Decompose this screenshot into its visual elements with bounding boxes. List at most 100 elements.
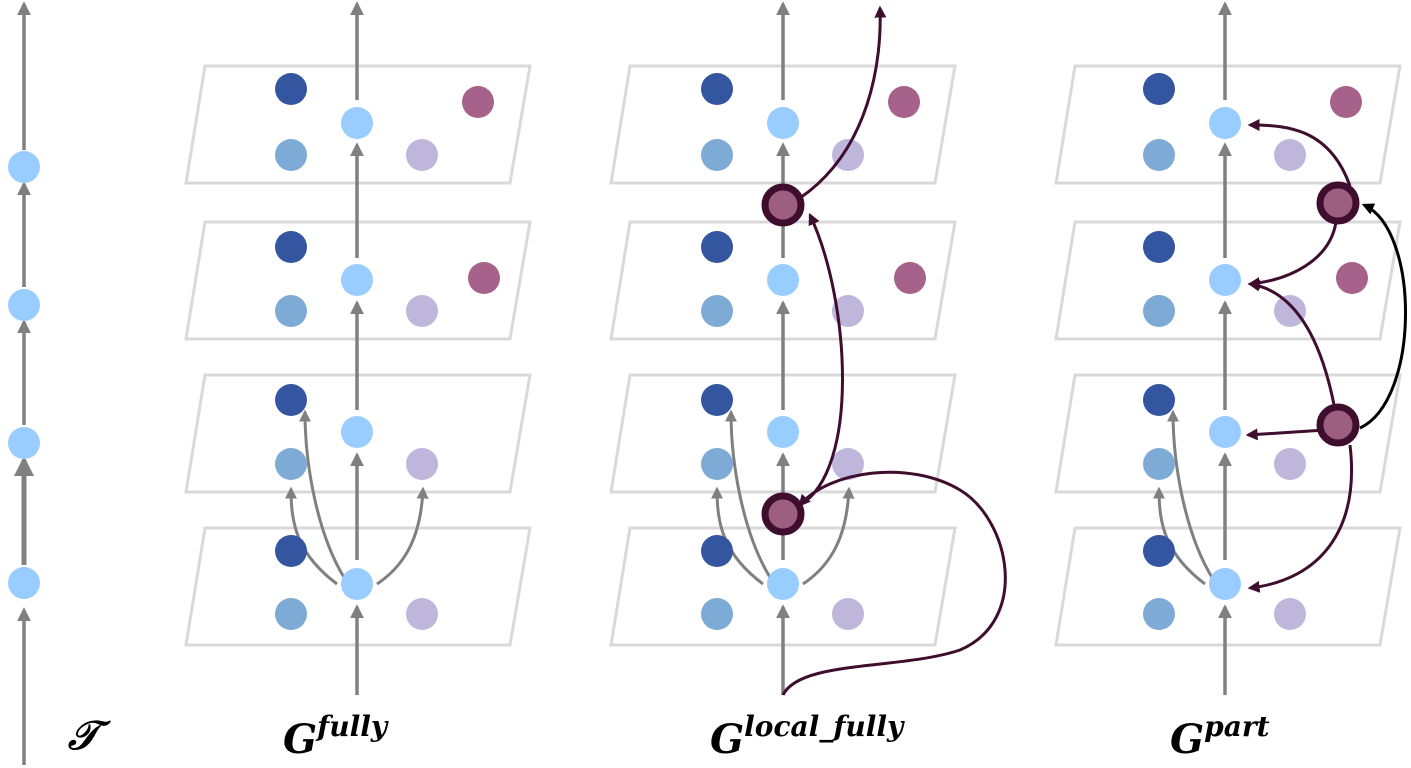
node-part-l1-mid-blue (1143, 139, 1175, 171)
node-part-l1-dark-blue (1143, 73, 1175, 105)
label-part-sup: part (1204, 710, 1270, 743)
t-node-3 (8, 427, 40, 459)
layer-fully-2 (184, 220, 532, 341)
layer-fully-4 (184, 526, 532, 647)
node-local-fully-l3-light-blue (767, 416, 799, 448)
node-fully-l3-lavender (406, 448, 438, 480)
node-local-fully-l3-dark-blue (701, 384, 733, 416)
t-node-1 (8, 151, 40, 183)
node-local-fully-l4-lavender (832, 598, 864, 630)
highlight-node-part-upper (1316, 181, 1360, 225)
path-part-skip (1359, 203, 1407, 430)
layer-local-fully-4 (609, 526, 957, 647)
node-local-fully-l3-lavender (832, 448, 864, 480)
node-fully-l4-lavender (406, 598, 438, 630)
layer-fully-3 (184, 373, 532, 494)
fan-part-mid (1153, 486, 1206, 586)
fan-part-dark (1167, 409, 1215, 580)
fan-local-fully-lav (802, 486, 855, 586)
node-local-fully-l2-light-blue (767, 264, 799, 296)
layer-local-fully-2 (609, 220, 957, 341)
node-local-fully-l4-dark-blue (701, 535, 733, 567)
node-fully-l1-pink (462, 86, 494, 118)
path-local-fully-up (799, 212, 844, 507)
node-part-l2-dark-blue (1143, 231, 1175, 263)
node-fully-l2-mid-blue (275, 295, 307, 327)
node-part-l4-light-blue (1209, 568, 1241, 600)
path-part-l2-from-l3 (1247, 279, 1337, 411)
layer-part-2 (1054, 220, 1402, 341)
highlight-node-part-lower (1316, 403, 1360, 447)
highlight-node-local-fully-upper (761, 183, 805, 227)
node-fully-l3-dark-blue (275, 384, 307, 416)
node-part-l4-dark-blue (1143, 535, 1175, 567)
node-fully-l2-pink (468, 262, 500, 294)
node-fully-l2-light-blue (341, 264, 373, 296)
path-part-l1 (1247, 119, 1352, 187)
layer-part-3 (1054, 373, 1402, 494)
node-fully-l4-dark-blue (275, 535, 307, 567)
node-part-l4-mid-blue (1143, 598, 1175, 630)
node-local-fully-l1-mid-blue (701, 139, 733, 171)
node-part-l1-lavender (1274, 139, 1306, 171)
t-node-4 (8, 567, 40, 599)
layer-local-fully-3 (609, 373, 957, 494)
label-t: 𝒯 (68, 712, 99, 759)
fan-local-fully-mid (711, 486, 764, 586)
node-part-l1-pink (1330, 86, 1362, 118)
path-local-fully-out (799, 5, 887, 200)
fan-fully-mid (285, 486, 338, 586)
node-fully-l3-light-blue (341, 416, 373, 448)
path-part-l2 (1247, 221, 1338, 290)
node-fully-l4-mid-blue (275, 598, 307, 630)
fan-local-fully-dark (725, 409, 773, 580)
node-part-l3-lavender (1274, 448, 1306, 480)
node-fully-l2-dark-blue (275, 231, 307, 263)
node-part-l3-mid-blue (1143, 448, 1175, 480)
layer-fully-1 (184, 64, 532, 185)
node-local-fully-l2-mid-blue (701, 295, 733, 327)
node-fully-l4-light-blue (341, 568, 373, 600)
node-fully-l2-lavender (406, 295, 438, 327)
highlight-node-local-fully-lower (761, 492, 805, 536)
node-local-fully-l4-light-blue (767, 568, 799, 600)
node-local-fully-l3-mid-blue (701, 448, 733, 480)
node-part-l2-lavender (1274, 295, 1306, 327)
node-fully-l1-dark-blue (275, 73, 307, 105)
node-local-fully-l1-light-blue (767, 107, 799, 139)
node-part-l2-pink (1336, 262, 1368, 294)
node-part-l2-light-blue (1209, 264, 1241, 296)
label-local-fully-sup: local_fully (744, 710, 904, 743)
label-t-text: 𝒯 (68, 712, 99, 759)
node-part-l3-light-blue (1209, 416, 1241, 448)
node-local-fully-l1-pink (888, 86, 920, 118)
label-g-fully: Gfully (283, 710, 387, 763)
fan-fully-lav (376, 486, 429, 586)
path-local-fully-loop (781, 470, 1007, 696)
node-part-l3-dark-blue (1143, 384, 1175, 416)
node-local-fully-l2-pink (894, 262, 926, 294)
layer-part-4 (1054, 526, 1402, 647)
node-part-l4-lavender (1274, 598, 1306, 630)
node-local-fully-l1-dark-blue (701, 73, 733, 105)
node-local-fully-l4-mid-blue (701, 598, 733, 630)
node-local-fully-l2-dark-blue (701, 231, 733, 263)
layer-local-fully-1 (609, 64, 957, 185)
label-g: G (710, 716, 745, 763)
label-g: G (1170, 716, 1205, 763)
label-fully-sup: fully (317, 710, 388, 743)
label-g: G (283, 716, 318, 763)
label-g-part: Gpart (1170, 710, 1270, 763)
layer-part-1 (1054, 64, 1402, 185)
node-fully-l1-mid-blue (275, 139, 307, 171)
path-part-l3 (1245, 428, 1326, 441)
node-fully-l3-mid-blue (275, 448, 307, 480)
fan-fully-dark (299, 409, 347, 580)
node-part-l2-mid-blue (1143, 295, 1175, 327)
label-g-local-fully: Glocal_fully (710, 710, 903, 763)
t-node-2 (8, 289, 40, 321)
node-local-fully-l2-lavender (832, 295, 864, 327)
node-part-l1-light-blue (1209, 107, 1241, 139)
